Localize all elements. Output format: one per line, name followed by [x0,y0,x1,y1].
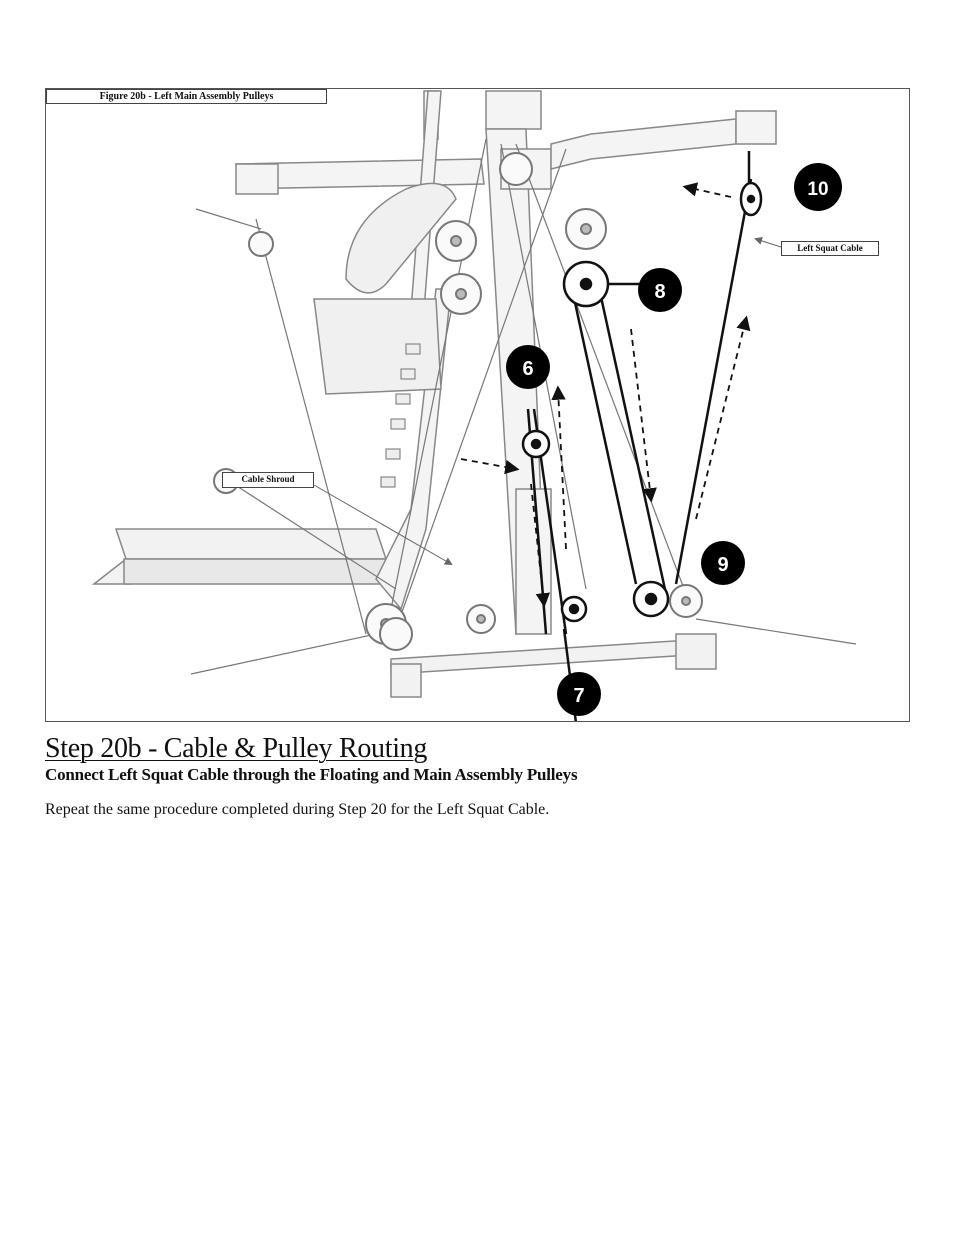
step-instructions: Repeat the same procedure completed duri… [45,801,550,818]
figure-caption: Figure 20b - Left Main Assembly Pulleys [46,89,327,104]
pulley-number-badges: 6 7 8 9 10 [506,163,842,716]
callout-leaders [313,237,782,565]
badge-8 [638,268,682,312]
base-frame [91,528,717,698]
badge-9 [701,541,745,585]
seat-pad [313,182,457,395]
direction-arrows [460,182,751,608]
step-subtitle: Connect Left Squat Cable through the Flo… [45,765,578,784]
cable-pulleys [521,181,763,623]
badge-6-label: 6 [522,358,533,380]
badge-8-label: 8 [654,281,665,303]
step-title: Step 20b - Cable & Pulley Routing [45,733,428,764]
pulley-assembly-illustration: 6 7 8 9 10 [91,90,857,721]
badge-7 [557,672,601,716]
badge-6 [506,345,550,389]
grey-pulleys [213,152,703,651]
adjustment-pins [380,343,421,488]
badge-9-label: 9 [717,554,728,576]
figure-frame: 6 7 8 9 10 Figure 20b - Left Main Assemb… [45,88,910,722]
squat-cable-path [526,151,753,721]
badge-10-label: 10 [807,179,828,200]
badge-7-label: 7 [573,685,584,707]
left-squat-cable-callout: Left Squat Cable [781,241,879,256]
badge-10 [794,163,842,211]
cable-shroud-callout: Cable Shroud [222,472,314,488]
